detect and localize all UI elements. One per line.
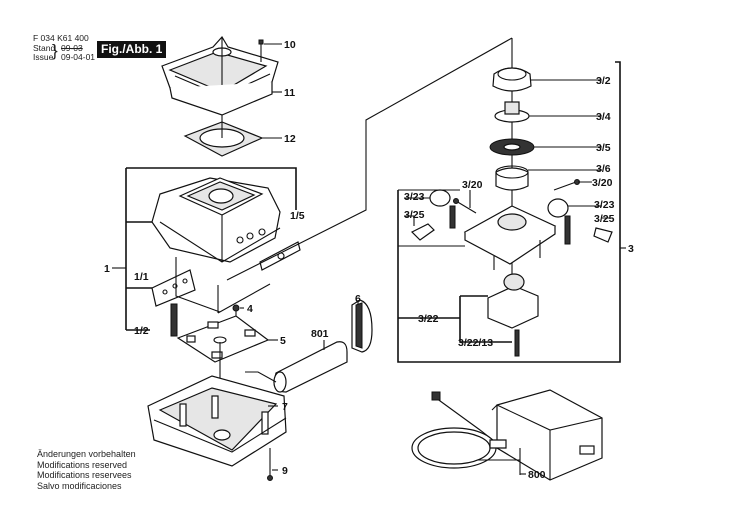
stand-label: Stand xyxy=(33,43,56,53)
label-3-22: 3/22 xyxy=(418,313,439,325)
part-800-charger[interactable] xyxy=(411,389,603,481)
bracket-3 xyxy=(397,61,621,363)
part-1-2-ribbon-cable[interactable] xyxy=(170,303,178,337)
part-7-base-housing[interactable] xyxy=(147,375,287,467)
label-3-6: 3/6 xyxy=(596,163,611,175)
label-3-25-right: 3/25 xyxy=(594,213,615,225)
label-3-23-left: 3/23 xyxy=(404,191,425,203)
part-3-23-sensor-right[interactable] xyxy=(547,198,571,245)
label-12: 12 xyxy=(284,133,296,145)
label-1-2: 1/2 xyxy=(134,325,149,337)
label-1-1: 1/1 xyxy=(134,271,149,283)
note-en: Modifications reserved xyxy=(37,459,128,470)
label-801: 801 xyxy=(311,328,329,340)
part-3-22-laser-module[interactable] xyxy=(487,273,539,329)
label-1-5: 1/5 xyxy=(290,210,305,222)
part-3-5-disc[interactable] xyxy=(489,138,535,156)
label-3-22-13: 3/22/13 xyxy=(458,337,493,349)
part-12-gasket[interactable] xyxy=(183,121,264,157)
label-3-25-left: 3/25 xyxy=(404,209,425,221)
brace-icon: } xyxy=(52,41,58,60)
issue-value: 09-04-01 xyxy=(61,52,96,62)
part-1-housing[interactable] xyxy=(151,177,281,263)
label-3-20-left: 3/20 xyxy=(462,179,483,191)
part-1-1-keypad-pcb[interactable] xyxy=(151,269,196,307)
part-3-frame[interactable] xyxy=(463,205,557,270)
label-3-20-right: 3/20 xyxy=(592,177,613,189)
label-9: 9 xyxy=(282,465,288,477)
part-3-20-screw-left[interactable] xyxy=(453,198,477,214)
label-4: 4 xyxy=(247,303,253,315)
part-801-battery[interactable] xyxy=(273,341,348,393)
part-3-20-screw-right[interactable] xyxy=(553,179,580,191)
label-3-4: 3/4 xyxy=(596,111,611,123)
label-3-23-right: 3/23 xyxy=(594,199,615,211)
doc-number: F 034 K61 400 xyxy=(33,33,89,43)
part-11-top-cover[interactable] xyxy=(161,35,279,116)
modification-notes: Änderungen vorbehalten Modifications res… xyxy=(37,449,136,491)
part-3-25-clip-left[interactable] xyxy=(410,223,435,241)
stand-value: 09-03 xyxy=(61,43,83,53)
label-3-5: 3/5 xyxy=(596,142,611,154)
part-3-23-sensor-left[interactable] xyxy=(429,189,456,229)
label-3: 3 xyxy=(628,243,634,255)
label-3-2: 3/2 xyxy=(596,75,611,87)
label-5: 5 xyxy=(280,335,286,347)
note-es: Salvo modificaciones xyxy=(37,480,122,491)
part-9-screw[interactable] xyxy=(267,448,273,481)
part-3-4-rotor[interactable] xyxy=(494,101,530,123)
part-6-battery-cover[interactable] xyxy=(351,299,373,353)
label-1: 1 xyxy=(104,263,110,275)
note-fr: Modifications reservees xyxy=(37,470,132,480)
part-5-chassis-plate[interactable] xyxy=(176,315,270,363)
label-6: 6 xyxy=(355,293,361,305)
note-de: Änderungen vorbehalten xyxy=(37,449,136,459)
part-1-5-label-plate[interactable] xyxy=(259,241,301,271)
issue-label: Issue xyxy=(33,52,54,62)
figure-label: Fig./Abb. 1 xyxy=(97,41,167,58)
part-10-screw[interactable] xyxy=(258,39,264,62)
label-7: 7 xyxy=(282,401,288,413)
label-11: 11 xyxy=(284,87,295,99)
part-3-6-motor[interactable] xyxy=(495,165,529,191)
label-800: 800 xyxy=(528,469,546,481)
part-3-25-clip-right[interactable] xyxy=(593,227,613,243)
part-3-2-cap[interactable] xyxy=(492,67,532,92)
part-3-22-13-cable[interactable] xyxy=(514,329,520,357)
label-10: 10 xyxy=(284,39,296,51)
